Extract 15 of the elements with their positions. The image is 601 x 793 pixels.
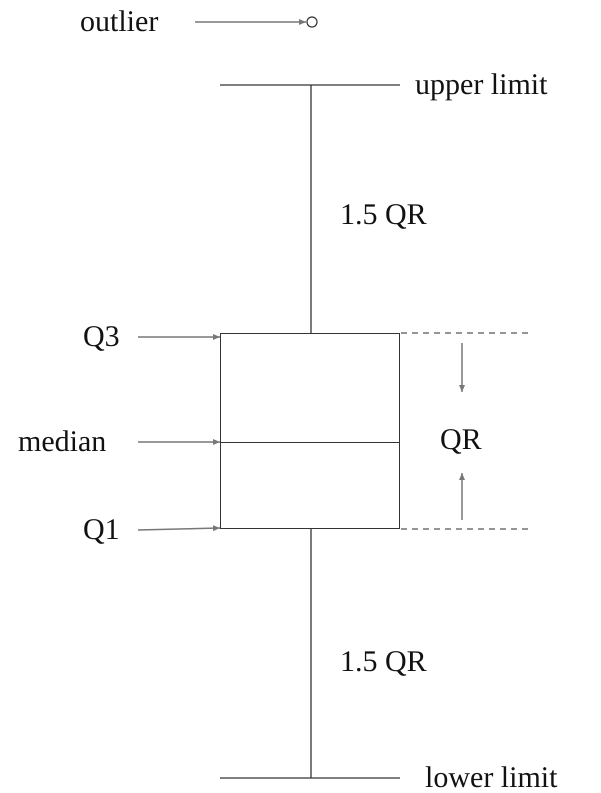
arrow [138,334,220,340]
callout-label: outlier [80,5,158,39]
range-label: QR [440,423,482,457]
arrow [138,525,220,532]
arrow [195,19,306,25]
interquartile-box [220,333,400,529]
callout-label: Q1 [83,513,120,547]
range-label: 1.5 QR [340,645,427,679]
outlier-point [306,16,318,28]
callout-label: Q3 [83,320,120,354]
limit-label: upper limit [415,68,548,102]
limit-label: lower limit [425,761,558,793]
range-label: 1.5 QR [340,198,427,232]
arrow [138,439,220,445]
callout-label: median [18,425,106,459]
